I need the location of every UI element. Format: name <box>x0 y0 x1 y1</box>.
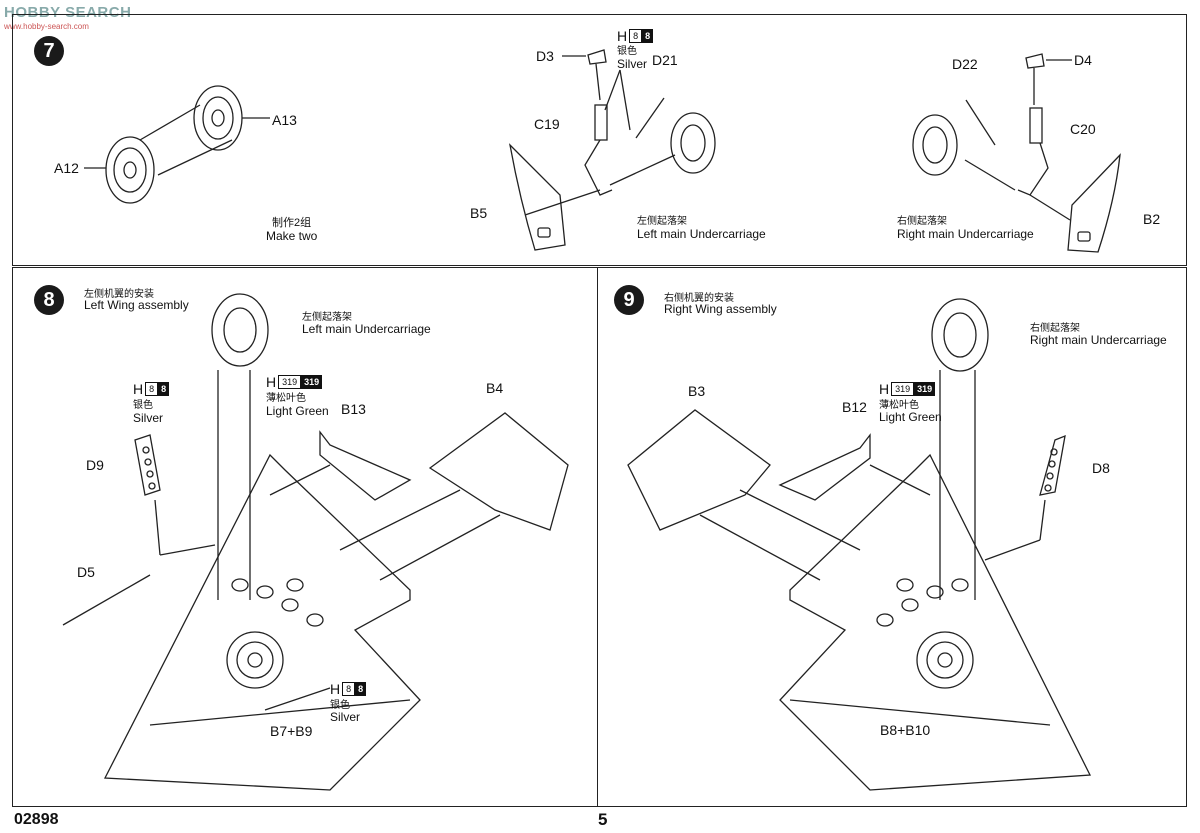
paint-chip-silver2-step8: H 8 8 <box>330 681 367 697</box>
paint-chip-green-step9: H 319 319 <box>879 381 936 397</box>
part-b12-label: B12 <box>842 399 867 415</box>
part-d21-drawing <box>635 97 665 139</box>
door-b2-drawing <box>1067 153 1121 253</box>
part-b4-label: B4 <box>486 380 504 396</box>
watermark-url: www.hobby-search.com <box>4 22 89 31</box>
flap-b13-drawing <box>319 430 412 501</box>
step-8-title-cn: 左侧机翼的安装 <box>84 289 154 300</box>
part-d4-label: D4 <box>1074 52 1092 68</box>
paint-silver-cn-step7: 银色 <box>617 46 637 57</box>
part-b3-label: B3 <box>688 383 706 399</box>
step-8-uc-cn: 左侧起落架 <box>302 312 352 323</box>
wheel-a13-drawing <box>193 85 243 151</box>
step-9-panel <box>597 267 1187 807</box>
part-d8-label: D8 <box>1092 460 1110 476</box>
step-7-number: 7 <box>34 36 64 66</box>
flap-b12-drawing <box>778 433 871 501</box>
wheel-left-drawing <box>670 112 716 174</box>
part-d21-label: D21 <box>652 52 678 68</box>
paint-silver-en-step7: Silver <box>617 57 648 71</box>
left-uc-cn-step7: 左侧起落架 <box>637 216 687 227</box>
step-8-title-en: Left Wing assembly <box>84 298 189 312</box>
paint-silver2-cn-step8: 银色 <box>330 700 350 711</box>
step-9-title-cn: 右侧机翼的安装 <box>664 293 734 304</box>
page-number: 5 <box>598 810 608 829</box>
part-b2-label: B2 <box>1143 211 1161 227</box>
part-b5-label: B5 <box>470 205 488 221</box>
step-8-number: 8 <box>34 285 64 315</box>
product-code: 02898 <box>14 811 59 828</box>
left-uc-en-step7: Left main Undercarriage <box>637 227 766 241</box>
make-two-cn: 制作2组 <box>272 217 312 229</box>
left-wing-drawing <box>103 453 421 791</box>
paint-silver-en-step8: Silver <box>133 411 164 425</box>
wheel-right-drawing <box>912 114 958 176</box>
paint-green-cn-step8: 薄松叶色 <box>266 393 306 404</box>
step-9-title-en: Right Wing assembly <box>664 302 777 316</box>
part-d4-drawing <box>1025 53 1045 69</box>
part-c19-label: C19 <box>534 116 560 132</box>
paint-chip-silver-step8: H 8 8 <box>133 381 170 397</box>
paint-green-en-step8: Light Green <box>266 404 329 418</box>
step-9-number: 9 <box>614 285 644 315</box>
part-b7b9-label: B7+B9 <box>270 723 313 739</box>
strut-c19-drawing <box>594 104 608 141</box>
part-a12-label: A12 <box>54 160 79 176</box>
part-d9-label: D9 <box>86 457 104 473</box>
part-d3-label: D3 <box>536 48 554 64</box>
part-d5-label: D5 <box>77 564 95 580</box>
part-d3-drawing <box>587 49 607 65</box>
paint-silver2-en-step8: Silver <box>330 710 361 724</box>
watermark-logo: HOBBY SEARCH <box>4 4 132 21</box>
vent-d8-drawing <box>1039 434 1066 496</box>
right-uc-cn-step7: 右侧起落架 <box>897 216 947 227</box>
part-d22-drawing <box>965 99 996 146</box>
step-7-panel <box>12 14 1187 266</box>
right-uc-en-step7: Right main Undercarriage <box>897 227 1034 241</box>
strut-c20-drawing <box>1029 107 1043 144</box>
wheel-a12-drawing <box>105 136 155 204</box>
panel-b3-drawing <box>627 409 771 531</box>
panel-b4-drawing <box>428 412 569 531</box>
part-d22-label: D22 <box>952 56 978 72</box>
door-b5-drawing <box>508 143 566 251</box>
part-b8b10-label: B8+B10 <box>880 722 931 738</box>
paint-silver-cn-step8: 银色 <box>133 400 153 411</box>
paint-chip-silver-step7: H 8 8 <box>617 28 654 44</box>
right-uc-wheel-drawing <box>931 298 989 372</box>
pitot-d5-drawing <box>62 574 151 626</box>
vent-d9-drawing <box>134 434 161 496</box>
make-two-en: Make two <box>266 229 318 243</box>
part-b13-label: B13 <box>341 401 366 417</box>
step-9-uc-cn: 右侧起落架 <box>1030 323 1080 334</box>
paint-green-cn-step9: 薄松叶色 <box>879 400 919 411</box>
paint-chip-green-step8: H 319 319 <box>266 374 323 390</box>
left-uc-wheel-drawing <box>211 293 269 367</box>
part-c20-label: C20 <box>1070 121 1096 137</box>
part-a13-label: A13 <box>272 112 297 128</box>
paint-green-en-step9: Light Green <box>879 410 942 424</box>
right-wing-drawing <box>779 453 1092 791</box>
step-8-uc-en: Left main Undercarriage <box>302 322 431 336</box>
step-9-uc-en: Right main Undercarriage <box>1030 333 1167 347</box>
